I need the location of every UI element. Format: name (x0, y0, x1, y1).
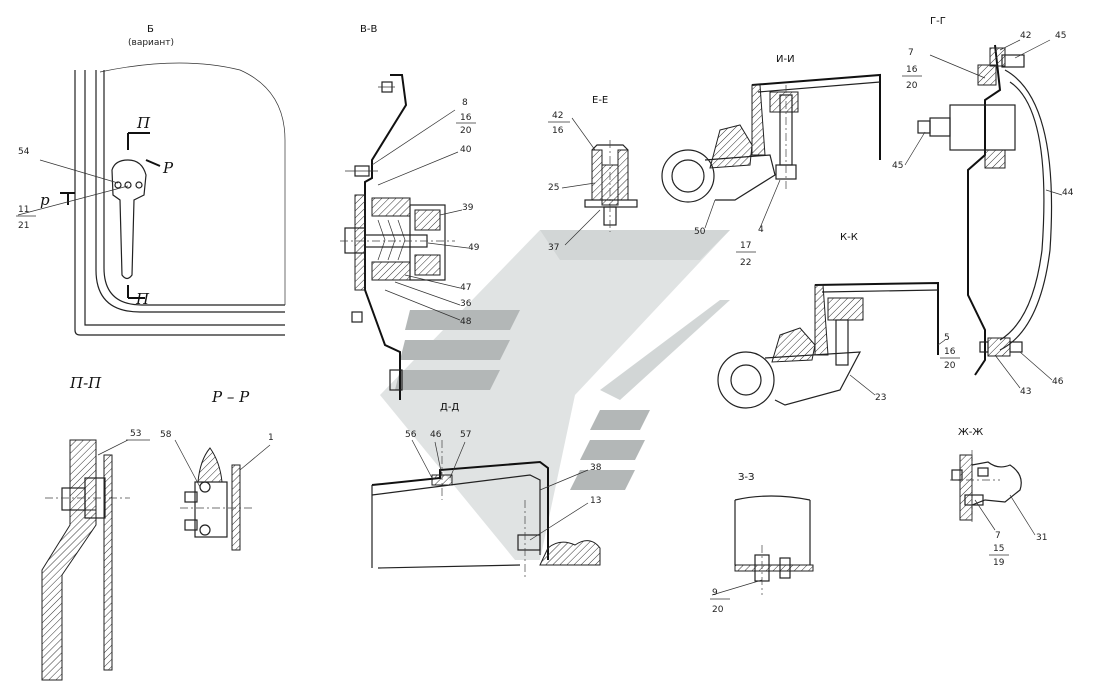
view-ee: Е-Е 42 16 25 37 (548, 95, 638, 253)
view-vv: В-В 8 16 20 40 39 49 47 36 48 (340, 24, 480, 400)
callout: 57 (460, 430, 471, 440)
callout: 9 (712, 588, 718, 598)
callout: 20 (944, 361, 956, 371)
callout: 16 (552, 126, 564, 136)
callout: 8 (462, 98, 468, 108)
cut-label-r-left: р (40, 191, 50, 209)
callout: 54 (18, 147, 30, 157)
callout: 37 (548, 243, 559, 253)
view-zz: З-З 9 20 (710, 472, 814, 615)
callout: 21 (18, 221, 29, 231)
callout: 13 (590, 496, 601, 506)
callout: 7 (995, 531, 1001, 541)
callout: 11 (18, 205, 29, 215)
view-gg-title: Г-Г (930, 16, 946, 27)
view-b: Б (вариант) П Р р П 54 11 21 (16, 24, 286, 336)
callout: 25 (548, 183, 559, 193)
callout: 48 (460, 317, 472, 327)
callout: 45 (1055, 31, 1066, 41)
callout: 23 (875, 393, 886, 403)
view-kk-title: К-К (840, 232, 858, 243)
callout: 20 (712, 605, 724, 615)
callout: 50 (694, 227, 706, 237)
callout: 46 (1052, 377, 1064, 387)
callout: 22 (740, 258, 751, 268)
callout: 16 (906, 65, 918, 75)
chevron-logo-watermark (380, 230, 730, 560)
callout: 4 (758, 225, 764, 235)
callout: 46 (430, 430, 442, 440)
view-ee-title: Е-Е (592, 95, 608, 106)
callout: 58 (160, 430, 172, 440)
cut-label-p-bottom: П (135, 290, 150, 308)
callout: 5 (944, 333, 950, 343)
callout: 17 (740, 241, 751, 251)
callout: 38 (590, 463, 602, 473)
callout: 16 (460, 113, 472, 123)
callout: 15 (993, 544, 1004, 554)
view-rr-title: Р – Р (211, 388, 250, 406)
callout: 47 (460, 283, 471, 293)
view-dd-title: Д-Д (440, 402, 459, 413)
callout: 45 (892, 161, 903, 171)
view-ii: И-И 50 4 17 22 (661, 54, 881, 268)
callout: 40 (460, 145, 472, 155)
view-pp: П-П 53 (41, 374, 150, 681)
callout: 20 (906, 81, 918, 91)
callout: 44 (1062, 188, 1074, 198)
callout: 31 (1036, 533, 1047, 543)
view-zhzh: Ж-Ж 7 15 19 31 (950, 427, 1047, 568)
view-gg: Г-Г 7 16 20 42 45 45 44 43 46 (892, 16, 1074, 397)
view-b-subtitle: (вариант) (128, 38, 174, 48)
callout: 43 (1020, 387, 1031, 397)
callout: 42 (552, 111, 563, 121)
view-kk: К-К 23 5 16 20 (717, 232, 960, 409)
cut-label-p-top: П (136, 114, 151, 132)
view-rr: Р – Р 58 1 (160, 388, 274, 551)
view-vv-title: В-В (360, 24, 377, 35)
callout: 39 (462, 203, 474, 213)
view-dd: Д-Д 56 46 57 38 13 (371, 402, 602, 580)
callout: 49 (468, 243, 480, 253)
view-b-title: Б (147, 24, 154, 35)
callout: 53 (130, 429, 141, 439)
cut-label-r-right: Р (162, 159, 174, 177)
callout: 36 (460, 299, 472, 309)
view-ii-title: И-И (776, 54, 795, 65)
callout: 56 (405, 430, 417, 440)
view-zhzh-title: Ж-Ж (958, 427, 983, 438)
view-zz-title: З-З (738, 472, 754, 483)
callout: 16 (944, 347, 956, 357)
callout: 42 (1020, 31, 1031, 41)
view-pp-title: П-П (69, 374, 102, 392)
callout: 1 (268, 433, 274, 443)
callout: 19 (993, 558, 1005, 568)
callout: 20 (460, 126, 472, 136)
callout: 7 (908, 48, 914, 58)
